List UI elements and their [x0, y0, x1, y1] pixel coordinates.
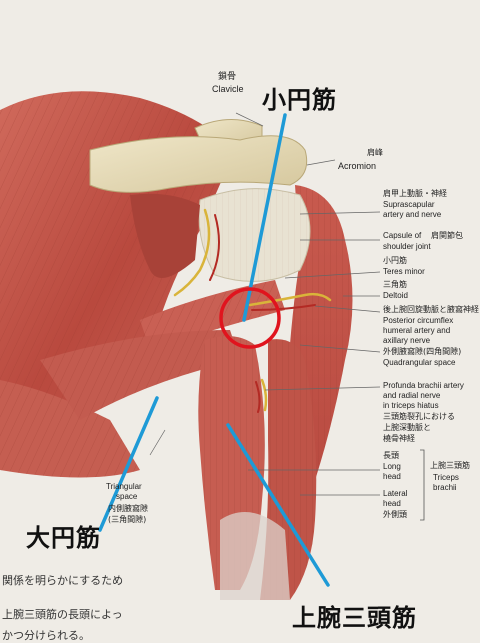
lateral-head-label-en1: Lateral — [383, 489, 408, 498]
teres-major-callout-line — [98, 396, 159, 532]
triceps-group-label-en2: brachii — [433, 483, 457, 492]
circumflex-label-en2: humeral artery and — [383, 326, 451, 335]
acromion-label-jp: 肩峰 — [367, 148, 383, 157]
label-leader-lines — [149, 112, 381, 496]
acromion-label-en: Acromion — [338, 161, 377, 171]
teres-major-callout-label: 大円筋 — [26, 524, 101, 552]
teres-major-muscle — [40, 330, 240, 420]
circumflex-label-jp: 後上腕回旋動脈と腋窩神経 — [383, 305, 479, 314]
book-text-line-2: 上腕三頭筋の長頭によっ — [2, 608, 123, 621]
teres-minor-callout-label: 小円筋 — [262, 86, 337, 114]
profunda-label-jp2: 上腕深動脈と — [383, 423, 431, 432]
triangular-label-en2: space — [116, 492, 138, 501]
triceps-callout-label: 上腕三頭筋 — [292, 604, 417, 632]
long-head-label-en1: Long — [383, 462, 401, 471]
circumflex-label-en1: Posterior circumflex — [383, 316, 454, 325]
circumflex-label-en3: axillary nerve — [383, 336, 431, 345]
clavicle-label-jp: 鎖骨 — [218, 72, 237, 82]
profunda-label-en2: and radial nerve — [383, 391, 441, 400]
triangular-label-jp1: 内側腋窩隙 — [108, 504, 148, 513]
suprascapular-label-en2: artery and nerve — [383, 210, 442, 219]
capsule-label-jp: 肩関節包 — [431, 231, 463, 240]
long-head-label-en2: head — [383, 472, 401, 481]
lower-back-muscle — [0, 380, 140, 478]
profunda-label-en1: Profunda brachii artery — [383, 381, 464, 390]
acromion-bone — [89, 135, 308, 193]
capsule-label-en1: Capsule of — [383, 231, 422, 240]
capsule-label-en2: shoulder joint — [383, 242, 431, 251]
supraspinatus-muscle — [130, 193, 200, 278]
teres-minor-label-jp: 小円筋 — [383, 256, 407, 265]
triceps-bracket — [420, 449, 425, 521]
long-head-label-jp: 長頭 — [383, 451, 399, 460]
triceps-callout-line — [226, 423, 330, 587]
deltoid-label-jp: 三角筋 — [383, 280, 407, 289]
lateral-head-label-jp: 外側頭 — [383, 510, 407, 519]
suprascapular-label-en1: Suprascapular — [383, 200, 435, 209]
triceps-tendon — [220, 512, 290, 600]
book-text-line-3: かつ分けられる。 — [2, 629, 90, 642]
triceps-group-label-en1: Triceps — [433, 473, 459, 482]
book-text-line-1: 関係を明らかにするため — [2, 574, 124, 587]
highlight-circle — [219, 287, 281, 349]
triceps-group-label-jp: 上腕三頭筋 — [430, 461, 470, 470]
profunda-label-jp3: 橈骨神経 — [383, 434, 415, 443]
lateral-head-label-en2: head — [383, 499, 401, 508]
teres-minor-callout-line — [242, 113, 287, 322]
quadrangular-label-en: Quadrangular space — [383, 358, 456, 367]
triangular-label-en1: Triangular — [106, 482, 142, 491]
teres-minor-label-en: Teres minor — [383, 267, 425, 276]
suprascapular-label-jp: 肩甲上動脈・神経 — [383, 189, 447, 198]
callout-lines — [98, 113, 330, 587]
clavicle-label-en: Clavicle — [212, 84, 244, 94]
deltoid-label-en: Deltoid — [383, 291, 408, 300]
nerves-and-arteries — [173, 208, 332, 413]
triangular-label-jp2: (三角間隙) — [108, 515, 147, 524]
profunda-label-jp1: 三頭筋裂孔における — [383, 412, 455, 421]
shoulder-capsule — [198, 188, 311, 282]
quadrangular-label-jp: 外側腋窩隙(四角間隙) — [383, 347, 462, 356]
profunda-label-en3: in triceps hiatus — [383, 401, 439, 410]
